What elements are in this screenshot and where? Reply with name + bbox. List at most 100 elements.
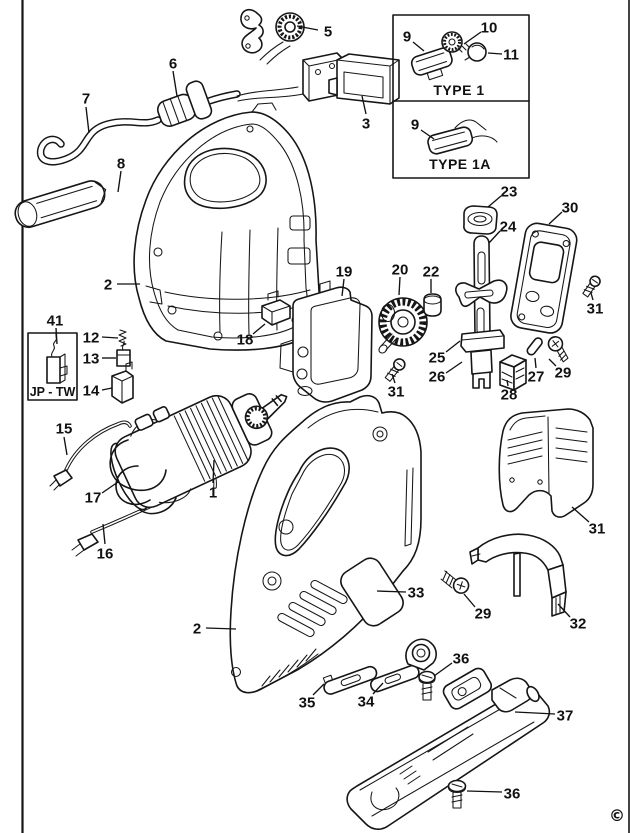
part-label-26-28: 26 [429, 368, 446, 385]
knob-11-drawing [464, 42, 487, 62]
part-label-20-20: 20 [392, 261, 409, 278]
lower-housing-drawing [229, 394, 422, 694]
part-leader-29-31 [548, 358, 557, 367]
type-variants-box: TYPE 1 TYPE 1A [392, 14, 530, 179]
gear-20-drawing [378, 297, 428, 354]
part-leader-18-18 [252, 323, 266, 335]
lever-9-type1-drawing [410, 47, 453, 81]
part-label-7-2: 7 [82, 90, 90, 107]
jp-tw-box-frame [27, 332, 78, 401]
part-leader-12-11 [101, 336, 119, 339]
part-leader-20-20 [398, 276, 401, 296]
part-label-9-5: 9 [403, 28, 411, 45]
part-leader-2-35 [205, 627, 237, 630]
part-leader-31-32 [571, 506, 590, 523]
part-leader-19-19 [341, 278, 345, 297]
guard-shell-31-drawing [498, 408, 594, 518]
type1a-label: TYPE 1A [429, 156, 491, 172]
part-leader-34-38 [372, 682, 384, 695]
jp-tw-label: JP - TW [30, 385, 76, 399]
switch-drawing [302, 52, 400, 105]
cord-protector-drawing [156, 80, 213, 127]
wire-15-drawing [49, 420, 132, 491]
part-label-2-9: 2 [104, 276, 112, 293]
cap-23-drawing [463, 205, 498, 235]
part-label-5-0: 5 [324, 23, 332, 40]
nut-22-drawing [423, 293, 442, 317]
part-leader-9-5 [412, 41, 425, 52]
shoe-bracket-32-drawing [469, 533, 567, 617]
part-leader-36-39 [433, 662, 453, 677]
part-leader-9-8 [420, 129, 435, 140]
part-label-32-33: 32 [570, 615, 587, 632]
part-label-14-13: 14 [83, 382, 100, 399]
upper-housing-drawing [133, 102, 321, 351]
type-box-frame [392, 14, 530, 179]
part-label-9-8: 9 [411, 116, 419, 133]
part-leader-26-28 [445, 361, 463, 374]
part-label-36-39: 36 [453, 650, 470, 667]
screw-36-upper-drawing [418, 670, 436, 701]
part-label-33-36: 33 [408, 584, 425, 601]
gear-housing-19-drawing [279, 280, 373, 403]
part-label-36-41: 36 [504, 785, 521, 802]
part-leader-31-22 [391, 373, 396, 384]
part-leader-15-14 [63, 436, 68, 456]
part-leader-1-17 [212, 459, 215, 484]
screw-36-lower-drawing [447, 779, 467, 809]
pivot-block-18-drawing [261, 290, 291, 326]
part-label-13-12: 13 [83, 350, 100, 367]
part-leader-6-1 [172, 70, 178, 97]
part-label-10-6: 10 [481, 19, 498, 36]
part-label-16-16: 16 [97, 545, 114, 562]
part-leader-33-36 [376, 590, 407, 593]
part-leader-16-16 [102, 523, 106, 545]
part-label-2-35: 2 [193, 620, 201, 637]
type1-label: TYPE 1 [433, 82, 484, 98]
screw-29-lower-drawing [440, 570, 470, 594]
part-label-25-27: 25 [429, 349, 446, 366]
motor-assembly-drawing [110, 393, 288, 511]
blade-clamp-28-drawing [499, 354, 527, 391]
part-label-6-1: 6 [169, 55, 177, 72]
screw-29-upper-drawing [547, 336, 569, 363]
lever-9-type1a-drawing [427, 126, 474, 155]
part-leader-27-29 [534, 357, 537, 369]
pin-27-drawing [526, 337, 543, 356]
part-leader-32-33 [557, 603, 571, 618]
part-label-17-15: 17 [85, 489, 102, 506]
part-label-11-7: 11 [503, 46, 519, 63]
part-label-31-22: 31 [388, 383, 405, 400]
insert-35-drawing [322, 665, 378, 695]
part-label-1-17: 1 [209, 484, 217, 501]
part-label-12-11: 12 [83, 329, 100, 346]
blade-guard-34-drawing [370, 638, 437, 693]
part-label-29-34: 29 [475, 605, 492, 622]
part-leader-29-34 [463, 593, 476, 608]
part-label-31-26: 31 [587, 300, 604, 317]
part-label-31-32: 31 [589, 520, 606, 537]
part-leader-25-27 [445, 340, 461, 353]
jp-tw-box: JP - TW [27, 330, 78, 401]
part-leader-31-26 [590, 292, 594, 301]
speed-dial-drawing [240, 8, 305, 65]
part-label-30-25: 30 [562, 199, 579, 216]
part-label-19-19: 19 [336, 263, 353, 280]
part-label-27-29: 27 [528, 368, 545, 385]
cover-plate-30-drawing [510, 222, 578, 334]
part-leader-11-7 [487, 52, 503, 55]
part-leader-17-15 [101, 481, 119, 494]
base-assembly-37-drawing [346, 667, 551, 830]
part-leader-14-13 [101, 387, 113, 391]
brush-spring-12-drawing [118, 329, 127, 347]
part-label-35-37: 35 [299, 694, 316, 711]
part-label-3-4: 3 [362, 115, 370, 132]
part-label-29-31: 29 [555, 364, 572, 381]
nameplate-33-drawing [340, 557, 404, 627]
carbon-brush-13-drawing [116, 340, 131, 367]
part-leader-7-2 [85, 106, 90, 134]
part-label-23-23: 23 [501, 183, 518, 200]
part-leader-24-24 [488, 230, 501, 244]
